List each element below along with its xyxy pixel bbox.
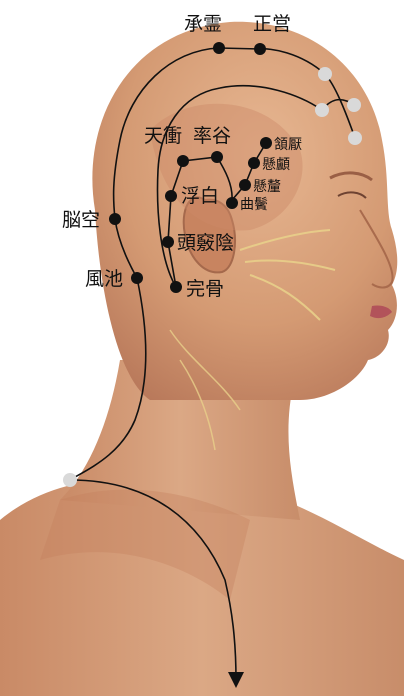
point-unlabeled bbox=[348, 131, 362, 145]
label-kenro: 懸顱 bbox=[262, 157, 290, 173]
label-shoureii: 承霊 bbox=[184, 13, 222, 35]
point-kyokubin[interactable] bbox=[226, 197, 238, 209]
point-noukuu[interactable] bbox=[109, 213, 121, 225]
point-ganen[interactable] bbox=[260, 137, 272, 149]
point-kenro[interactable] bbox=[248, 157, 260, 169]
label-fuuchi: 風池 bbox=[85, 268, 123, 290]
point-kankotsu[interactable] bbox=[170, 281, 182, 293]
label-kenri: 懸釐 bbox=[253, 179, 281, 195]
label-kankotsu: 完骨 bbox=[186, 278, 224, 300]
point-unlabeled bbox=[63, 473, 77, 487]
point-shoureii[interactable] bbox=[213, 42, 225, 54]
label-tenshou: 天衝 bbox=[144, 125, 182, 147]
point-sokkoku[interactable] bbox=[211, 151, 223, 163]
point-shouei[interactable] bbox=[254, 43, 266, 55]
label-kyokubin: 曲鬢 bbox=[240, 197, 268, 213]
point-kenri[interactable] bbox=[239, 179, 251, 191]
point-toukyouin[interactable] bbox=[162, 236, 174, 248]
point-fuhaku[interactable] bbox=[165, 190, 177, 202]
label-toukyouin: 頭竅陰 bbox=[177, 232, 234, 254]
label-noukuu: 脳空 bbox=[62, 209, 100, 231]
point-unlabeled bbox=[347, 98, 361, 112]
label-shouei: 正営 bbox=[253, 13, 291, 35]
point-unlabeled bbox=[315, 103, 329, 117]
point-tenshou[interactable] bbox=[177, 155, 189, 167]
point-unlabeled bbox=[318, 67, 332, 81]
label-ganen: 頷厭 bbox=[274, 137, 302, 153]
label-fuhaku: 浮白 bbox=[181, 185, 219, 207]
head-figure bbox=[0, 22, 404, 696]
point-fuuchi[interactable] bbox=[131, 272, 143, 284]
label-sokkoku: 率谷 bbox=[193, 125, 231, 147]
